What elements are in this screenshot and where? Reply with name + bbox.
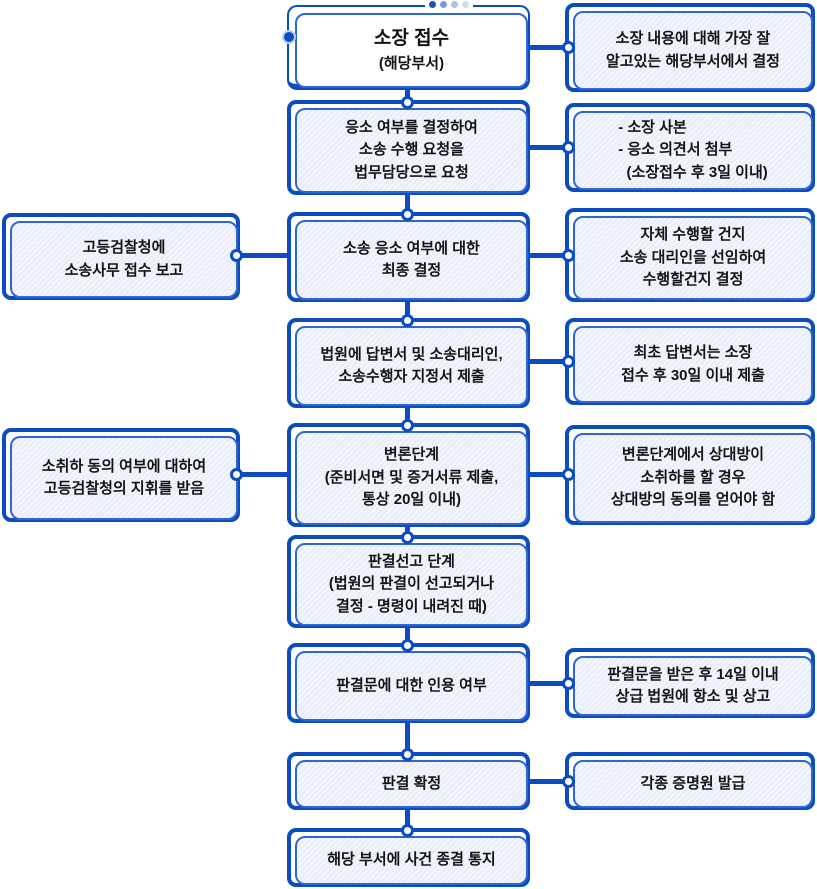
connector-line-horizontal [240, 472, 291, 477]
connector-line-horizontal [528, 145, 569, 150]
junction-dot [562, 355, 575, 368]
connector-line-vertical [405, 808, 410, 832]
note-label: 자체 수행할 건지 소송 대리인을 선임하여 수행할건지 결정 [619, 226, 767, 289]
junction-dot [562, 775, 575, 788]
node-step-final-decision: 소송 응소 여부에 대한 최종 결정 [287, 212, 530, 302]
step-label: 소송 응소 여부에 대한 최종 결정 [343, 239, 480, 280]
note-prosecutors-direction: 소취하 동의 여부에 대하여 고등검찰청의 지휘를 받음 [2, 428, 240, 522]
connector-line-horizontal [528, 253, 569, 258]
note-report-prosecutors: 고등검찰청에 소송사무 접수 보고 [2, 213, 240, 300]
note-label: 소취하 동의 여부에 대하여 고등검찰청의 지휘를 받음 [41, 457, 207, 498]
junction-dot [401, 208, 414, 221]
junction-dot [562, 249, 575, 262]
node-step-judgment-final: 판결 확정 [287, 752, 530, 810]
junction-dot [401, 531, 414, 544]
junction-dot [562, 468, 575, 481]
note-withdrawal-consent: 변론단계에서 상대방이 소취하를 할 경우 상대방의 동의를 얻어야 함 [565, 425, 815, 525]
node-step-accept-judgment: 판결문에 대한 인용 여부 [287, 643, 530, 723]
junction-dot [562, 677, 575, 690]
junction-dot [401, 748, 414, 761]
connector-line-vertical [405, 300, 410, 322]
step-label: 판결선고 단계 (법원의 판결이 선고되거나 결정 - 명령이 내려진 때) [328, 552, 495, 615]
step-label: 판결문에 대한 인용 여부 [336, 676, 487, 694]
connector-line-vertical [405, 406, 410, 427]
note-self-or-attorney: 자체 수행할 건지 소송 대리인을 선임하여 수행할건지 결정 [565, 208, 815, 302]
note-label: 최초 답변서는 소장 접수 후 30일 이내 제출 [621, 344, 765, 384]
connector-line-vertical [405, 86, 410, 104]
junction-dot [401, 96, 414, 109]
step-label: 해당 부서에 사건 종결 통지 [327, 851, 496, 869]
connector-line-horizontal [528, 45, 569, 50]
note-certificates-issue: 각종 증명원 발급 [565, 752, 815, 810]
note-label: - 소장 사본 - 응소 의견서 첨부 (소장접수 후 3일 이내) [618, 118, 768, 181]
start-title: 소장 접수 [373, 27, 450, 49]
connector-line-horizontal [528, 681, 569, 686]
junction-dot [562, 41, 575, 54]
note-label: 소장 내용에 대해 가장 잘 알고있는 해당부서에서 결정 [606, 30, 780, 70]
step-label: 변론단계 (준비서면 및 증거서류 제출, 통상 20일 이내) [324, 446, 499, 509]
step-label: 응소 여부를 결정하여 소송 수행 요청을 법무담당으로 요청 [345, 118, 478, 181]
note-appeal-deadline: 판결문을 받은 후 14일 이내 상급 법원에 항소 및 상고 [565, 648, 815, 718]
junction-dot [562, 141, 575, 154]
connector-line-vertical [405, 626, 410, 647]
note-label: 판결문을 받은 후 14일 이내 상급 법원에 항소 및 상고 [607, 665, 779, 706]
connector-line-vertical [405, 193, 410, 216]
start-marker-dot-icon [282, 30, 296, 44]
junction-dot [401, 824, 414, 837]
step-label: 법원에 답변서 및 소송대리인, 소송수행자 지정서 제출 [320, 345, 503, 386]
node-start: 소장 접수 (해당부서) [282, 1, 530, 90]
junction-dot [230, 468, 243, 481]
node-step-submit-answer: 법원에 답변서 및 소송대리인, 소송수행자 지정서 제출 [287, 318, 530, 408]
note-department-decides: 소장 내용에 대해 가장 잘 알고있는 해당부서에서 결정 [565, 3, 815, 92]
note-first-answer-deadline: 최초 답변서는 소장 접수 후 30일 이내 제출 [565, 318, 815, 405]
progress-dots-icon [425, 1, 473, 8]
connector-line-horizontal [528, 359, 569, 364]
connector-line-horizontal [528, 472, 569, 477]
connector-line-horizontal [240, 253, 291, 258]
step-label: 판결 확정 [381, 774, 442, 792]
junction-dot [401, 314, 414, 327]
junction-dot [401, 419, 414, 432]
node-step-judgment-stage: 판결선고 단계 (법원의 판결이 선고되거나 결정 - 명령이 내려진 때) [287, 535, 530, 628]
connector-line-horizontal [528, 779, 569, 784]
node-step-pleading-stage: 변론단계 (준비서면 및 증거서류 제출, 통상 20일 이내) [287, 423, 530, 527]
junction-dot [230, 249, 243, 262]
node-step-request-to-legal: 응소 여부를 결정하여 소송 수행 요청을 법무담당으로 요청 [287, 100, 530, 195]
note-label: 고등검찰청에 소송사무 접수 보고 [64, 239, 184, 279]
start-subtitle: (해당부서) [378, 54, 445, 72]
junction-dot [401, 639, 414, 652]
note-label: 변론단계에서 상대방이 소취하를 할 경우 상대방의 동의를 얻어야 함 [610, 446, 776, 509]
note-attachments: - 소장 사본 - 응소 의견서 첨부 (소장접수 후 3일 이내) [565, 103, 815, 192]
connector-line-vertical [405, 721, 410, 756]
note-label: 각종 증명원 발급 [640, 774, 746, 792]
